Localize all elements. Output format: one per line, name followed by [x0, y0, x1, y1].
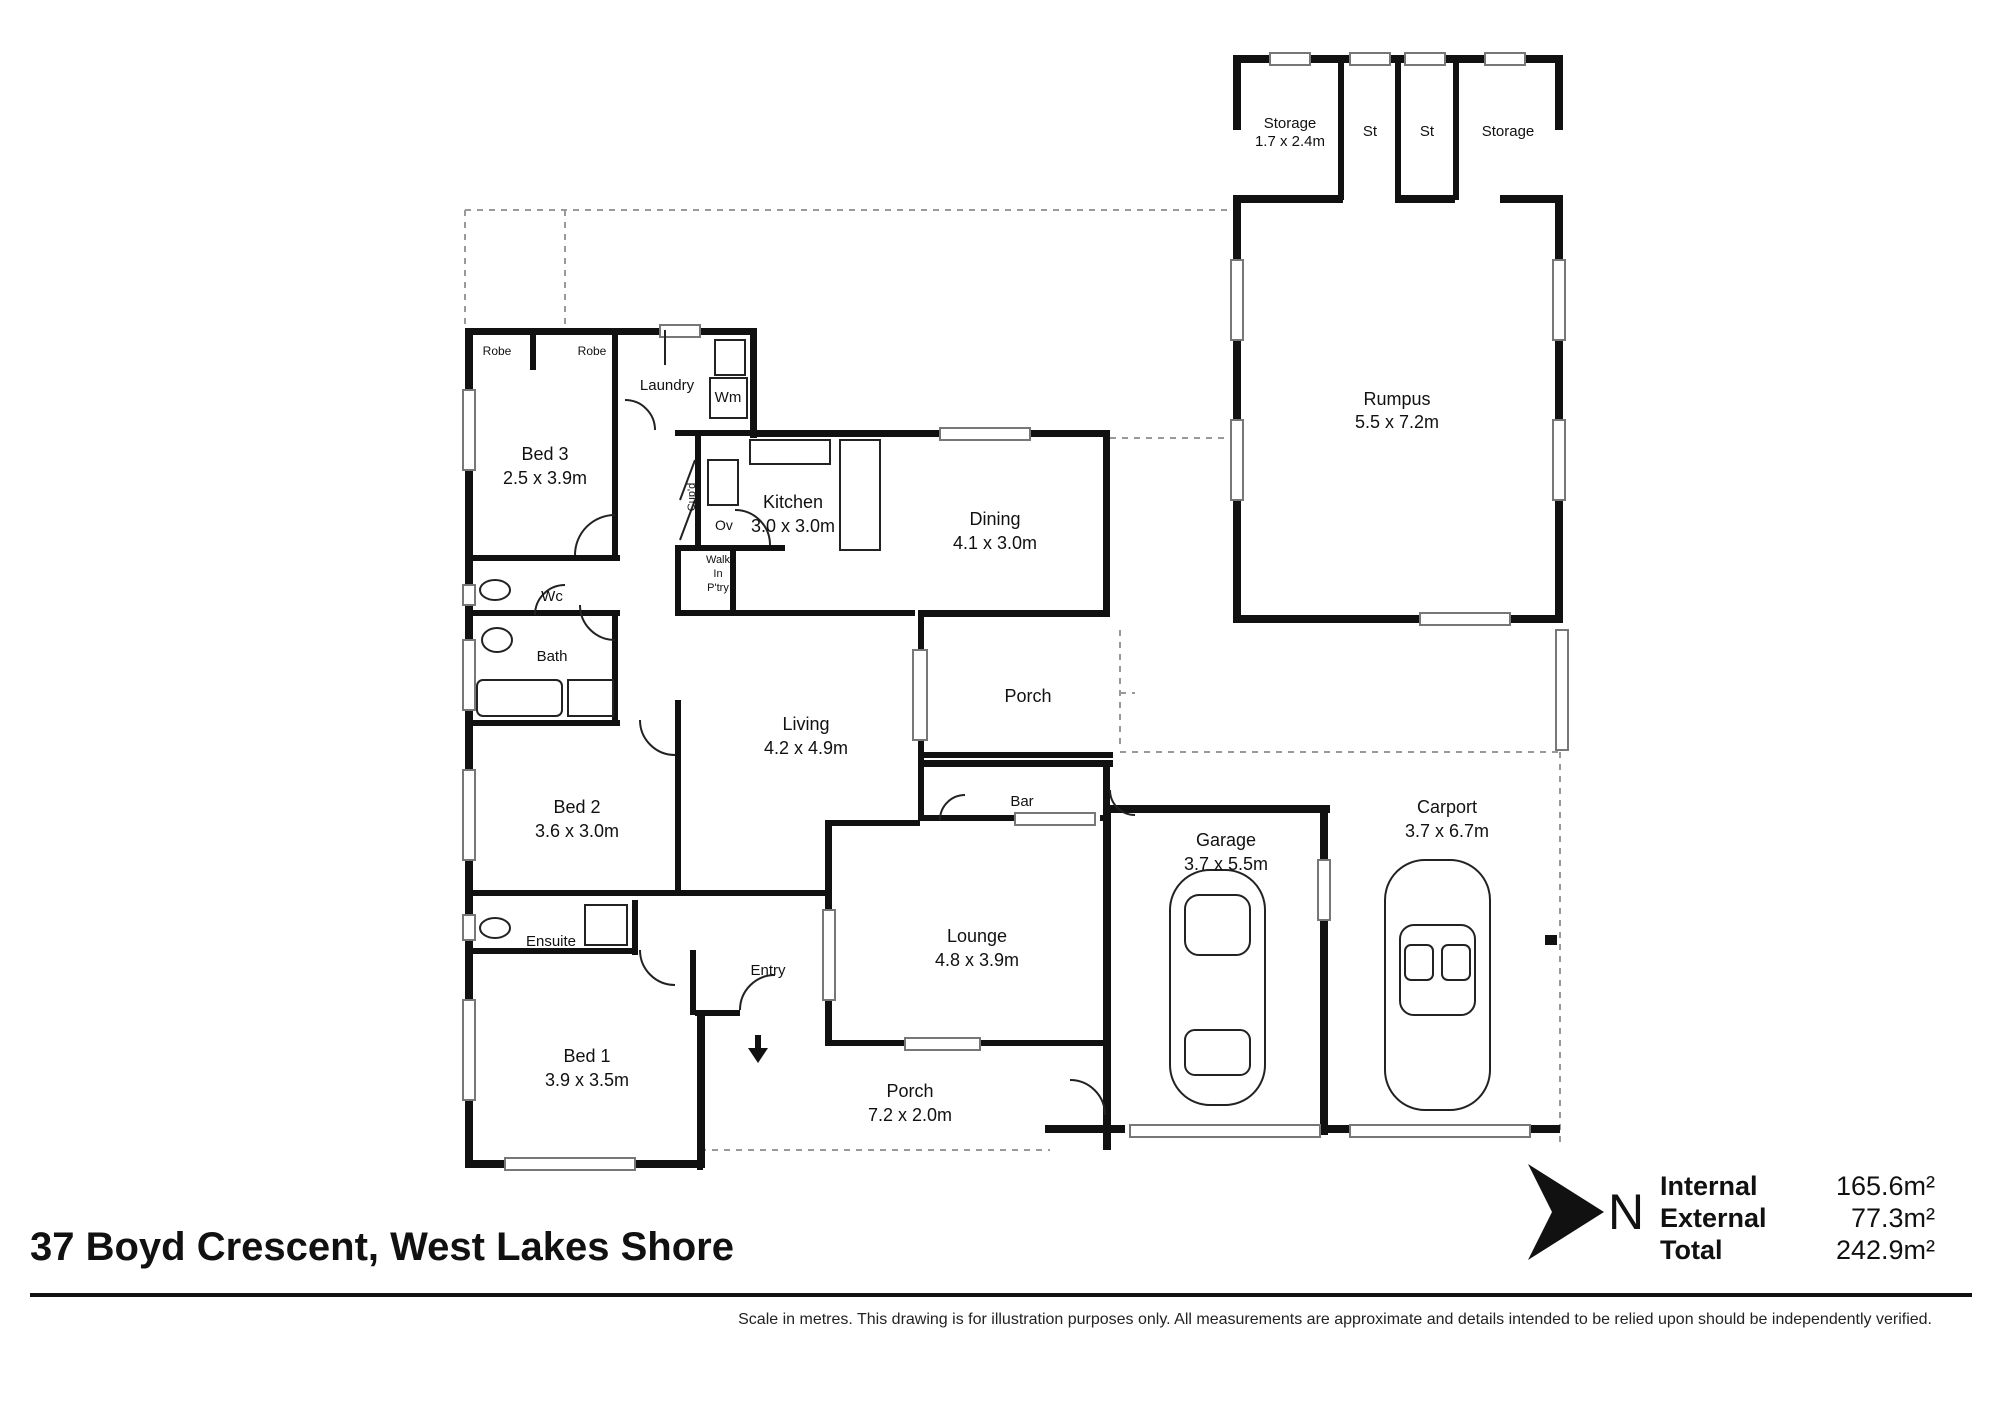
area-row-total: Total 242.9m² [1660, 1234, 1935, 1266]
room-wc-name: Wc [541, 588, 563, 605]
room-garage-size: 3.7 x 5.5m [1184, 854, 1268, 874]
room-garage-name: Garage [1196, 830, 1256, 850]
room-labels: Storage 1.7 x 2.4m St St Storage Rumpus … [483, 115, 1535, 1125]
room-bed3-name: Bed 3 [521, 444, 568, 464]
room-rumpus-name: Rumpus [1363, 389, 1430, 409]
room-robe-2-name: Robe [578, 344, 607, 358]
room-dining-size: 4.1 x 3.0m [953, 533, 1037, 553]
toilet-icon [479, 579, 511, 601]
room-bed2-size: 3.6 x 3.0m [535, 821, 619, 841]
room-storage-right-name: Storage [1482, 123, 1535, 140]
toilet-icon-ensuite [479, 917, 511, 939]
doors [534, 330, 1136, 1116]
room-st-1-name: St [1363, 123, 1378, 140]
room-entry-name: Entry [750, 962, 786, 979]
room-bed1-name: Bed 1 [563, 1046, 610, 1066]
room-porch-side-name: Porch [1004, 686, 1051, 706]
room-bar-name: Bar [1010, 793, 1033, 810]
room-bed3-size: 2.5 x 3.9m [503, 468, 587, 488]
room-bed1-size: 3.9 x 3.5m [545, 1070, 629, 1090]
room-ensuite-name: Ensuite [526, 933, 576, 950]
area-label: Internal [1660, 1171, 1758, 1201]
area-value: 165.6m² [1835, 1171, 1935, 1201]
bathtub-icon [476, 679, 563, 717]
walls [465, 55, 1563, 1170]
room-living-name: Living [782, 714, 829, 734]
windows [462, 52, 1569, 1171]
entry-arrow-icon [748, 1035, 768, 1063]
room-st-2-name: St [1420, 123, 1435, 140]
area-row-external: External 77.3m² [1660, 1202, 1935, 1234]
outdoor-boundaries [464, 209, 1561, 1151]
fixtures [476, 339, 881, 946]
room-storage-left-name: Storage [1264, 115, 1317, 132]
room-robe-1-name: Robe [483, 344, 512, 358]
room-porch-front-size: 7.2 x 2.0m [868, 1105, 952, 1125]
area-value: 242.9m² [1835, 1235, 1935, 1265]
basin-icon [481, 627, 513, 653]
room-kitchen-size: 3.0 x 3.0m [751, 516, 835, 536]
room-kitchen-name: Kitchen [763, 492, 823, 512]
room-wm-name: Wm [715, 389, 742, 406]
shower-icon-ensuite [584, 904, 628, 946]
divider [30, 1293, 1972, 1297]
room-ov-name: Ov [715, 517, 733, 533]
room-laundry-name: Laundry [640, 377, 695, 394]
area-label: External [1660, 1203, 1767, 1233]
shower-icon [567, 679, 614, 717]
north-arrow-icon: N [1528, 1164, 1644, 1260]
kitchen-bench-icon [839, 439, 881, 551]
area-row-internal: Internal 165.6m² [1660, 1170, 1935, 1202]
room-pantry-line3: P'try [707, 582, 729, 594]
room-carport-name: Carport [1417, 797, 1477, 817]
room-carport-size: 3.7 x 6.7m [1405, 821, 1489, 841]
cooktop-icon [707, 459, 739, 506]
laundry-trough-icon [714, 339, 746, 376]
room-porch-front-name: Porch [886, 1081, 933, 1101]
room-bed2-name: Bed 2 [553, 797, 600, 817]
carport-car-icon [1384, 859, 1491, 1111]
room-storage-left-size: 1.7 x 2.4m [1255, 133, 1325, 150]
room-bath-name: Bath [537, 648, 568, 665]
room-lounge-size: 4.8 x 3.9m [935, 950, 1019, 970]
area-label: Total [1660, 1235, 1723, 1265]
garage-car-icon [1169, 869, 1266, 1106]
washing-machine-icon [709, 377, 748, 419]
area-value: 77.3m² [1850, 1203, 1935, 1233]
room-living-size: 4.2 x 4.9m [764, 738, 848, 758]
property-address: 37 Boyd Crescent, West Lakes Shore [30, 1225, 734, 1269]
room-lounge-name: Lounge [947, 926, 1007, 946]
room-rumpus-size: 5.5 x 7.2m [1355, 412, 1439, 432]
sink-icon [749, 439, 831, 465]
room-pantry-line1: Walk [706, 554, 731, 566]
area-summary: Internal 165.6m² External 77.3m² Total 2… [1660, 1170, 1935, 1266]
room-pantry-line2: In [713, 568, 722, 580]
room-cupd-name: Cup'd [686, 483, 698, 511]
disclaimer-text: Scale in metres. This drawing is for ill… [738, 1311, 1932, 1328]
room-dining-name: Dining [969, 509, 1020, 529]
north-letter: N [1608, 1184, 1644, 1240]
